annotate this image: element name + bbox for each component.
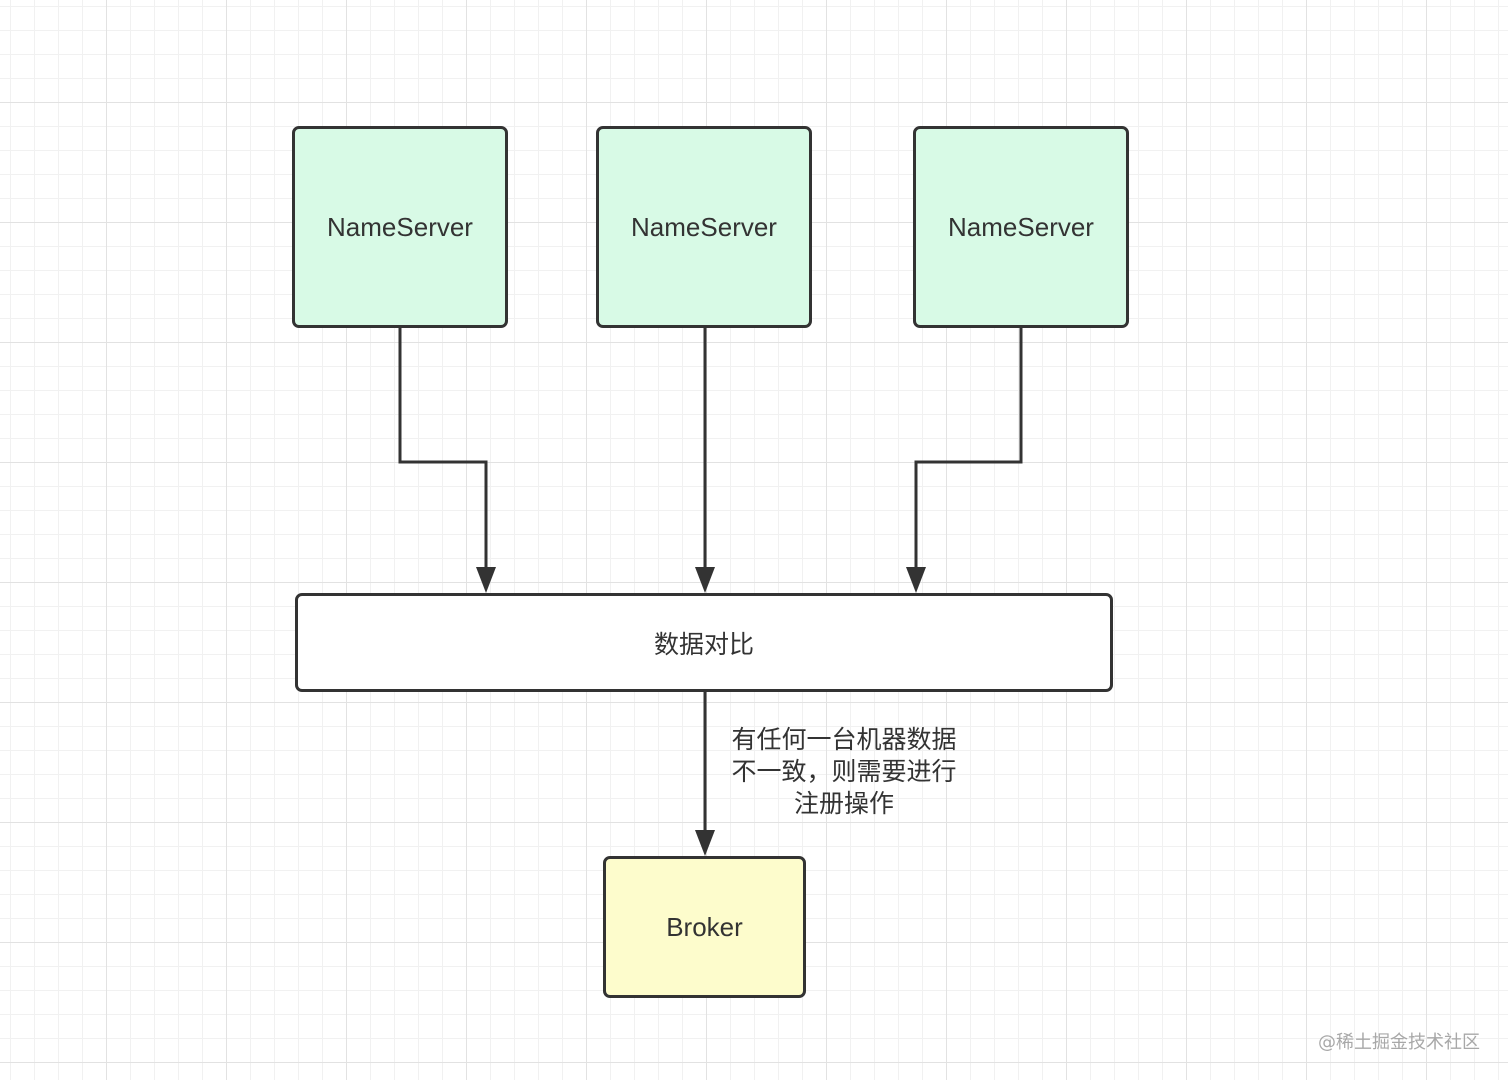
broker-node[interactable]: Broker <box>603 856 806 998</box>
arrowhead-2 <box>695 567 715 593</box>
connector-nameserver-3-to-compare <box>914 328 1023 578</box>
edge-label-line-3: 注册操作 <box>793 789 894 818</box>
edge-label-line-1: 有任何一台机器数据 <box>731 725 957 754</box>
arrowhead-1 <box>476 567 496 593</box>
nameserver-node-2[interactable]: NameServer <box>596 126 812 328</box>
connector-nameserver-1-to-compare <box>398 328 488 578</box>
arrowhead-4 <box>695 830 715 856</box>
arrowhead-3 <box>906 567 926 593</box>
watermark: @稀土掘金技术社区 <box>1318 1032 1480 1053</box>
data-compare-label: 数据对比 <box>653 629 754 659</box>
edge-label-line-2: 不一致，则需要进行 <box>731 757 957 786</box>
nameserver-node-1[interactable]: NameServer <box>292 126 508 328</box>
nameserver-label-1: NameServer <box>327 211 473 242</box>
nameserver-label-3: NameServer <box>948 211 1094 242</box>
broker-label: Broker <box>666 911 743 942</box>
data-compare-node[interactable]: 数据对比 <box>295 593 1113 692</box>
nameserver-node-3[interactable]: NameServer <box>913 126 1129 328</box>
nameserver-label-2: NameServer <box>631 211 777 242</box>
edge-label: 有任何一台机器数据 不一致，则需要进行 注册操作 <box>720 724 968 820</box>
